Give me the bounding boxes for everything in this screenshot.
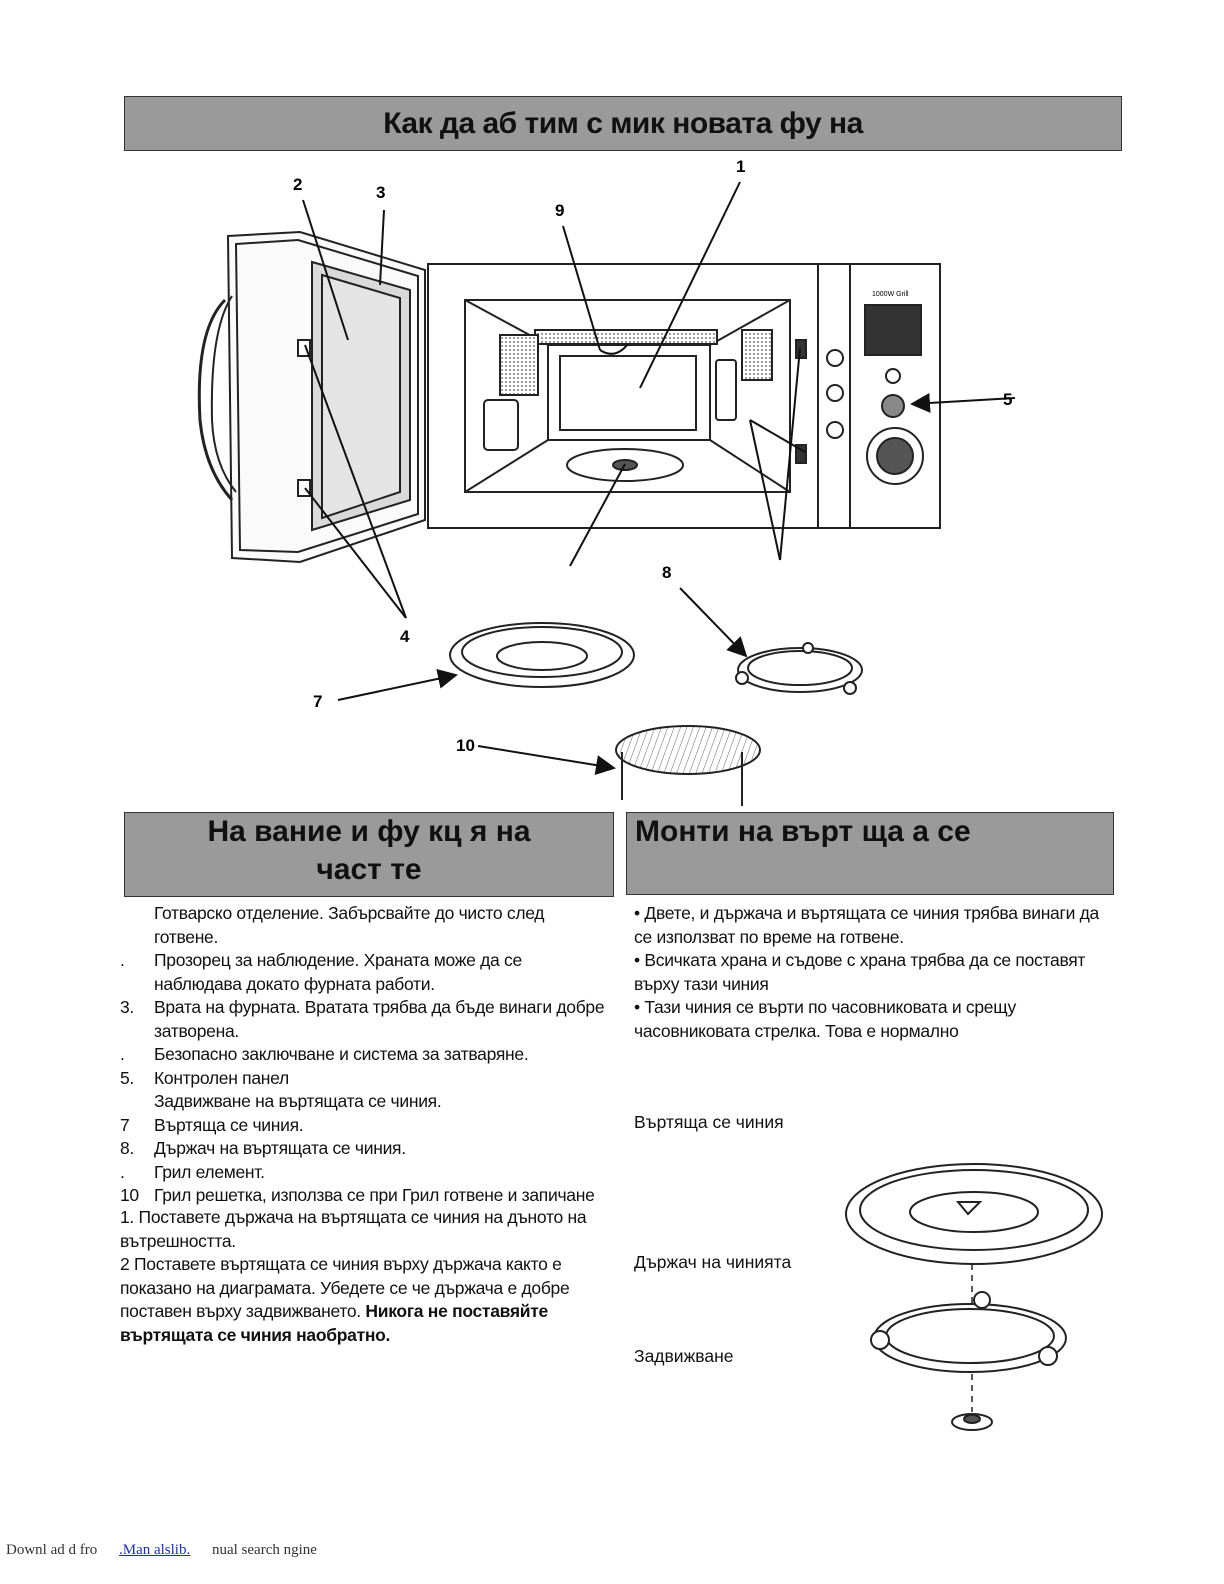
footer-link[interactable]: .Man alslib.	[119, 1542, 190, 1558]
grill-rack	[616, 726, 760, 806]
microwave-diagram: 1000W Grill 1 2 3 4 5 7 8 9	[0, 150, 1224, 810]
list-item-text: Безопасно заключване и система за затвар…	[154, 1043, 610, 1067]
note-item: • Всичката храна и съдове с храна трябва…	[634, 949, 1114, 996]
page-title: Как да аб тим с мик новата фу на	[124, 96, 1122, 151]
list-item-number: 5.	[120, 1067, 154, 1091]
list-item-text: Въртяща се чиния.	[154, 1114, 610, 1138]
parts-list: Готварско отделение. Забърсвайте до чист…	[120, 902, 610, 1208]
turntable-holder	[736, 643, 862, 694]
callout-2: 2	[293, 175, 302, 194]
note-item: • Тази чиния се върти по часовниковата и…	[634, 996, 1114, 1043]
list-item-text: Врата на фурната. Вратата трябва да бъде…	[154, 996, 610, 1043]
callout-1: 1	[736, 157, 745, 176]
assembly-notes: • Двете, и държача и въртящата се чиния …	[634, 902, 1114, 1043]
label-drive: Задвижване	[634, 1346, 734, 1367]
list-item-text: Задвижване на въртящата се чиния.	[154, 1090, 610, 1114]
list-item: Готварско отделение. Забърсвайте до чист…	[120, 902, 610, 949]
list-item-number: 10	[120, 1184, 154, 1208]
list-item-text: Готварско отделение. Забърсвайте до чист…	[154, 902, 610, 949]
list-item-number	[120, 902, 154, 949]
assembly-steps: 1. Поставете държача на въртящата се чин…	[120, 1206, 610, 1347]
list-item: Задвижване на въртящата се чиния.	[120, 1090, 610, 1114]
list-item-number: .	[120, 1043, 154, 1067]
step-1: 1. Поставете държача на въртящата се чин…	[120, 1206, 610, 1253]
parts-header: На вание и фу кц я на част те	[124, 812, 614, 897]
callout-10: 10	[456, 736, 475, 755]
callout-9: 9	[555, 201, 564, 220]
list-item-text: Прозорец за наблюдение. Храната може да …	[154, 949, 610, 996]
list-item: 8.Държач на въртящата се чиния.	[120, 1137, 610, 1161]
list-item-text: Държач на въртящата се чиния.	[154, 1137, 610, 1161]
parts-header-line1: На вание и фу кц я на	[125, 813, 613, 851]
label-holder: Държач на чинията	[634, 1252, 791, 1273]
turntable-plate	[450, 623, 634, 687]
callout-7: 7	[313, 692, 322, 711]
control-knob	[882, 395, 904, 417]
footer-prefix: Downl ad d fro	[6, 1542, 97, 1558]
list-item-number: 8.	[120, 1137, 154, 1161]
callout-8: 8	[662, 563, 671, 582]
callout-3: 3	[376, 183, 385, 202]
list-item-number: .	[120, 949, 154, 996]
list-item-text: Грил елемент.	[154, 1161, 610, 1185]
door-handle	[199, 300, 232, 500]
callout-5: 5	[1003, 390, 1012, 409]
list-item: .Прозорец за наблюдение. Храната може да…	[120, 949, 610, 996]
footer: Downl ad d fro .Man alslib. nual search …	[6, 1542, 317, 1559]
footer-suffix: nual search ngine	[212, 1542, 317, 1558]
list-item-text: Грил решетка, използва се при Грил готве…	[154, 1184, 610, 1208]
list-item: 3.Врата на фурната. Вратата трябва да бъ…	[120, 996, 610, 1043]
display	[865, 305, 921, 355]
list-item-number: 3.	[120, 996, 154, 1043]
list-item-number: .	[120, 1161, 154, 1185]
list-item: 5.Контролен панел	[120, 1067, 610, 1091]
step-2: 2 Поставете въртящата се чиния върху дър…	[120, 1253, 610, 1347]
panel-text: 1000W Grill	[872, 291, 909, 298]
turntable-assembly-diagram	[830, 1150, 1120, 1440]
list-item: .Грил елемент.	[120, 1161, 610, 1185]
assembly-header: Монти на върт ща а се	[626, 812, 1114, 895]
grill-element	[535, 330, 717, 344]
list-item: .Безопасно заключване и система за затва…	[120, 1043, 610, 1067]
label-plate: Въртяща се чиния	[634, 1112, 784, 1133]
list-item-number	[120, 1090, 154, 1114]
note-item: • Двете, и държача и въртящата се чиния …	[634, 902, 1114, 949]
parts-header-line2: част те	[125, 851, 613, 889]
list-item-text: Контролен панел	[154, 1067, 610, 1091]
list-item-number: 7	[120, 1114, 154, 1138]
callout-4: 4	[400, 627, 410, 646]
